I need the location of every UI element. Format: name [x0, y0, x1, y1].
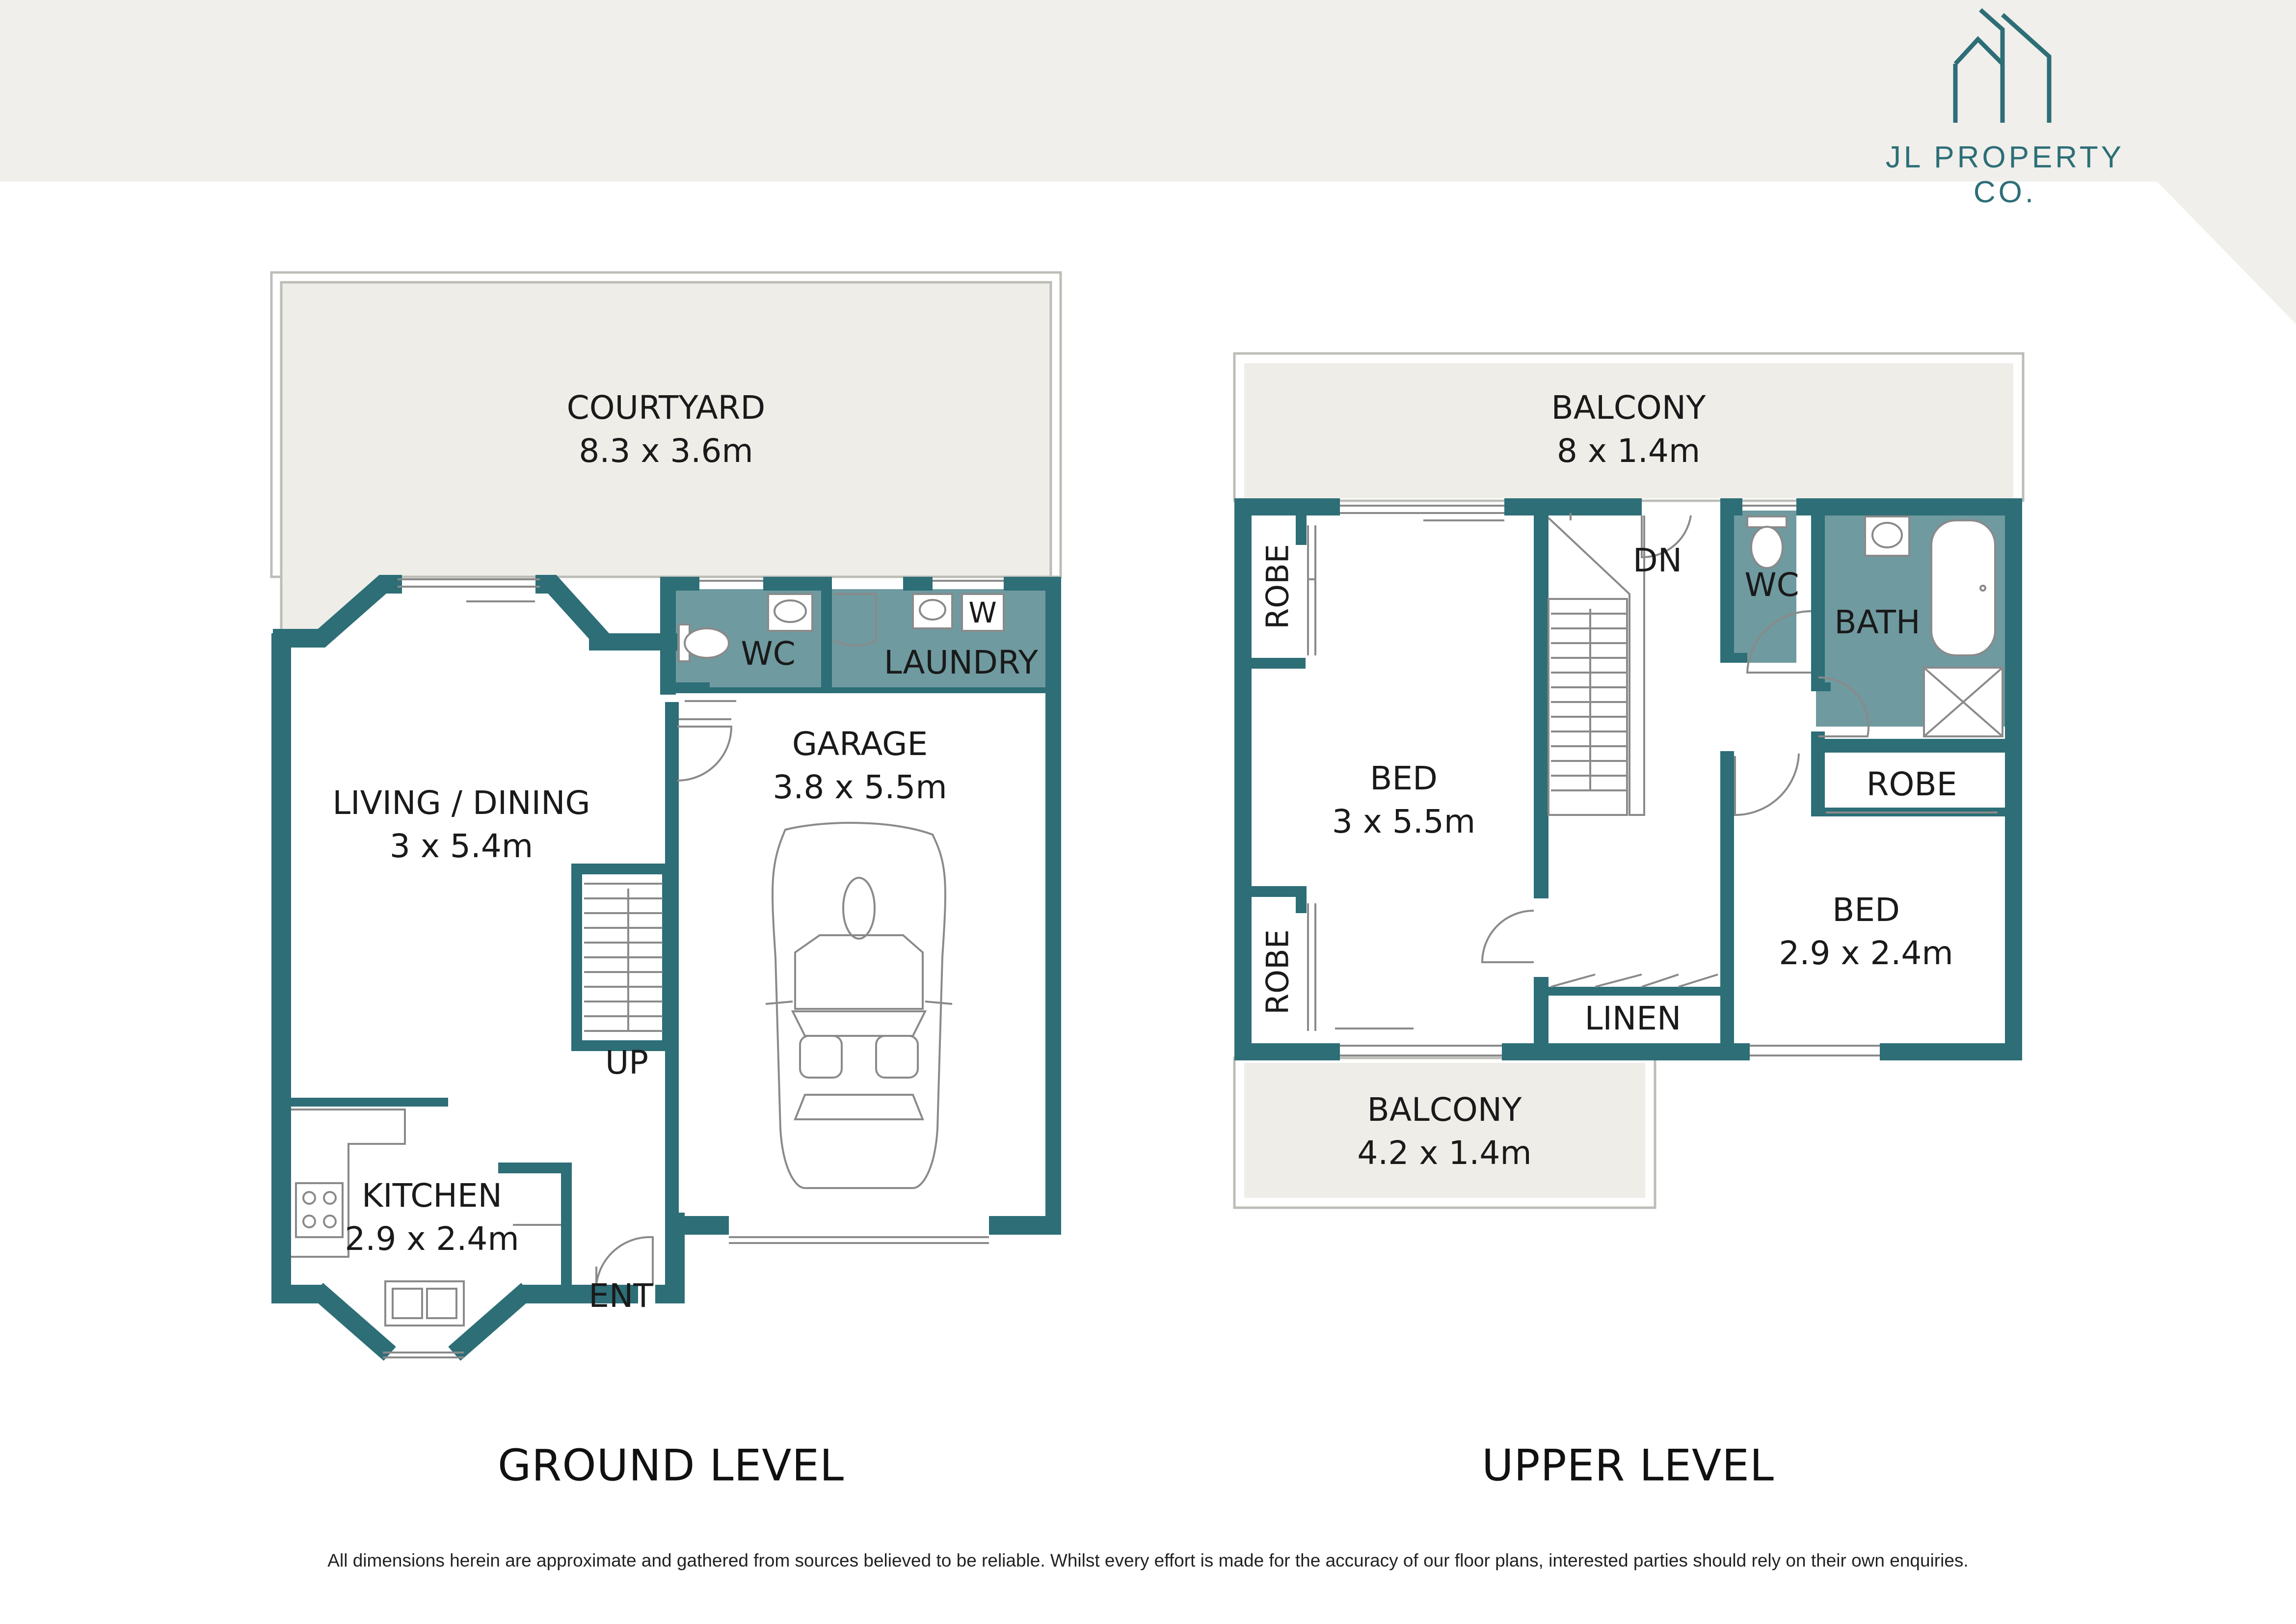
laundry-tub-icon — [912, 593, 953, 629]
bed-2-name: BED — [1832, 891, 1900, 929]
robe-3-label: ROBE — [1867, 763, 1957, 806]
upper-stairs — [1548, 515, 1645, 816]
ground-wc-name: WC — [741, 635, 796, 673]
cooktop-icon — [295, 1182, 344, 1238]
ground-angled-walls — [273, 575, 612, 1361]
disclaimer-text: All dimensions herein are approximate an… — [327, 1550, 1969, 1570]
brand-name: JL PROPERTY CO. — [1885, 140, 2125, 209]
upper-wc-label: WC — [1744, 564, 1799, 607]
robe-2-label: ROBE — [1259, 929, 1296, 1015]
linen-name: LINEN — [1584, 1000, 1682, 1037]
laundry-label: LAUNDRY — [884, 641, 1038, 684]
laundry-name: LAUNDRY — [884, 644, 1038, 681]
garage-name: GARAGE — [792, 725, 928, 763]
living-name: LIVING / DINING — [332, 784, 590, 822]
kitchen-bench-line — [291, 1109, 406, 1258]
linen-label: LINEN — [1585, 997, 1682, 1040]
balcony-top-label: BALCONY 8 x 1.4m — [1551, 386, 1706, 473]
living-size: 3 x 5.4m — [389, 827, 534, 865]
balcony-top-floor — [1244, 363, 2013, 498]
washer-name: W — [968, 596, 997, 629]
balcony-top-name: BALCONY — [1551, 389, 1706, 427]
stairs-dn-text: DN — [1632, 541, 1682, 579]
logo-house-lines-icon — [1953, 8, 2052, 123]
bed-1-name: BED — [1370, 759, 1438, 797]
robe-1-label: ROBE — [1259, 544, 1296, 629]
header-band — [0, 0, 2296, 324]
balcony-bottom-floor — [1244, 1063, 1645, 1198]
kitchen-size: 2.9 x 2.4m — [345, 1220, 519, 1258]
toilet-icon — [1746, 515, 1788, 569]
bath-icon — [1930, 519, 1996, 656]
bed-2-size: 2.9 x 2.4m — [1779, 934, 1953, 972]
bed-1-size: 3 x 5.5m — [1332, 803, 1476, 840]
bath-name: BATH — [1834, 603, 1921, 641]
balcony-bottom-outline — [1233, 1056, 1656, 1209]
ground-doors — [595, 593, 877, 1285]
stairs-up-text: UP — [605, 1044, 649, 1082]
upper-wc-name: WC — [1744, 566, 1799, 604]
shower-icon — [1923, 667, 2003, 737]
living-label: LIVING / DINING 3 x 5.4m — [332, 782, 590, 868]
washer-icon — [961, 593, 1005, 632]
kitchen-label: KITCHEN 2.9 x 2.4m — [345, 1174, 519, 1261]
upper-windows — [1307, 505, 1998, 1056]
ground-level-title: GROUND LEVEL — [497, 1440, 845, 1491]
entry-text: ENT — [588, 1277, 653, 1315]
kitchen-name: KITCHEN — [362, 1177, 502, 1215]
balcony-bottom-name: BALCONY — [1367, 1091, 1522, 1129]
washer-label: W — [968, 591, 996, 634]
bath-label: BATH — [1834, 601, 1920, 644]
upper-level-plan — [1233, 352, 2025, 1209]
balcony-bottom-size: 4.2 x 1.4m — [1357, 1134, 1532, 1172]
entry-label: ENT — [588, 1274, 653, 1318]
balcony-bottom-label: BALCONY 4.2 x 1.4m — [1357, 1088, 1531, 1175]
basin-icon — [1864, 515, 1910, 557]
ground-stairs — [571, 864, 673, 1051]
upper-walls — [1234, 498, 2022, 1060]
courtyard-size: 8.3 x 3.6m — [579, 432, 753, 470]
courtyard-label: COURTYARD 8.3 x 3.6m — [567, 386, 766, 473]
car-icon — [765, 822, 953, 1189]
garage-size: 3.8 x 5.5m — [773, 768, 947, 806]
ground-windows — [383, 578, 1004, 1358]
bed-2-label: BED 2.9 x 2.4m — [1779, 889, 1953, 975]
toilet-icon — [678, 623, 730, 662]
sink-icon — [384, 1280, 465, 1326]
basin-icon — [767, 593, 813, 632]
ground-level-plan — [270, 271, 1062, 1361]
upper-stairs-label: DN — [1633, 539, 1682, 582]
balcony-top-size: 8 x 1.4m — [1556, 432, 1701, 470]
bed-1-label: BED 3 x 5.5m — [1332, 757, 1475, 843]
garage-label: GARAGE 3.8 x 5.5m — [773, 723, 947, 809]
upper-doors — [1481, 513, 1869, 988]
robe-3-name: ROBE — [1866, 765, 1957, 803]
ground-stairs-label: UP — [605, 1041, 648, 1084]
courtyard-name: COURTYARD — [566, 389, 766, 427]
upper-level-title: UPPER LEVEL — [1482, 1440, 1774, 1491]
ground-wc-label: WC — [741, 632, 795, 676]
